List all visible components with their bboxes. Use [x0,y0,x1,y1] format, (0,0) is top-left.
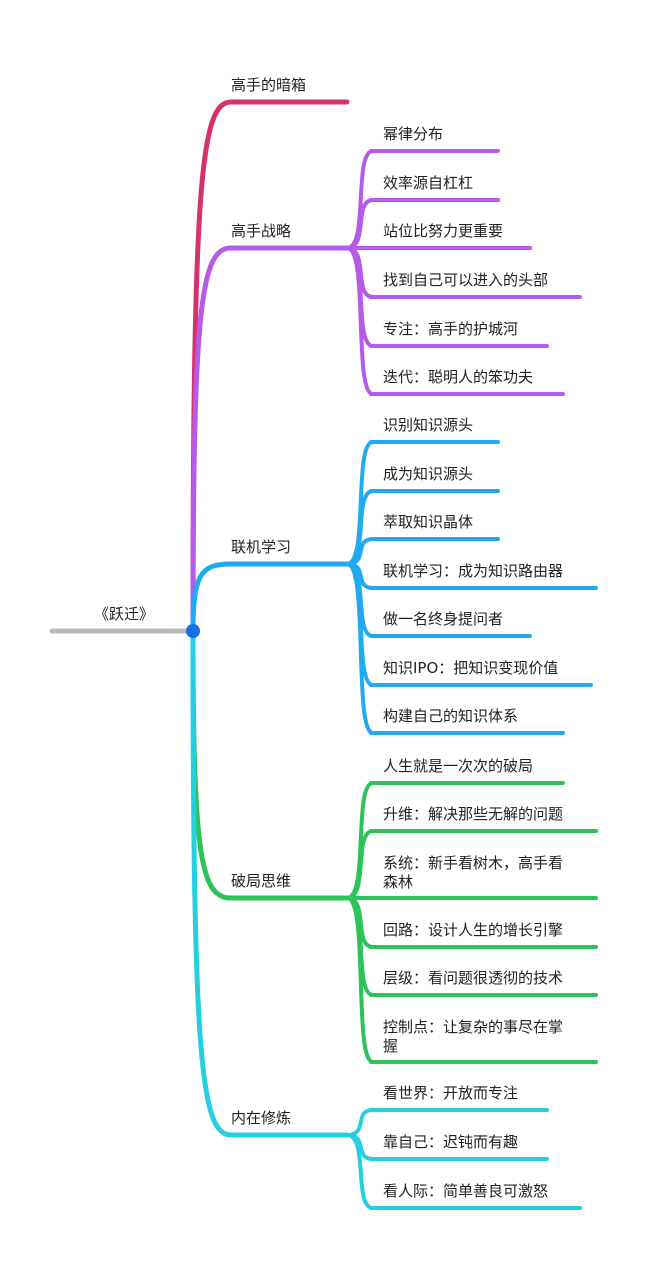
child-label[interactable]: 控制点：让复杂的事尽在掌 [383,1018,563,1036]
child-label-line2[interactable]: 握 [383,1037,398,1055]
child-label[interactable]: 升维：解决那些无解的问题 [383,805,563,823]
child-label[interactable]: 成为知识源头 [383,465,473,483]
branch-connector [190,561,234,634]
child-label[interactable]: 系统：新手看树木，高手看 [383,854,563,872]
child-label[interactable]: 效率源自杠杠 [383,174,473,192]
child-label[interactable]: 人生就是一次次的破局 [383,757,533,775]
child-label[interactable]: 联机学习：成为知识路由器 [383,562,563,580]
child-label[interactable]: 构建自己的知识体系 [383,707,518,725]
branch-label[interactable]: 破局思维 [231,872,291,890]
child-label[interactable]: 看人际：简单善良可激怒 [383,1182,548,1200]
child-label[interactable]: 看世界：开放而专注 [383,1084,518,1102]
child-connector [345,246,375,396]
child-label[interactable]: 专注：高手的护城河 [383,320,518,338]
child-connector [345,896,375,1064]
connector-layer [49,99,598,1210]
child-label[interactable]: 知识IPO：把知识变现价值 [383,659,558,677]
branch-connector [190,628,234,1138]
child-label[interactable]: 回路：设计人生的增长引擎 [383,921,563,939]
child-label[interactable]: 迭代：聪明人的笨功夫 [383,368,533,386]
branch-label[interactable]: 高手的暗箱 [231,76,306,94]
branch-connector [190,245,234,634]
child-label[interactable]: 找到自己可以进入的头部 [383,271,548,289]
child-label[interactable]: 识别知识源头 [383,416,473,434]
child-label[interactable]: 靠自己：迟钝而有趣 [383,1133,518,1151]
child-connector [345,829,375,900]
branch-label[interactable]: 联机学习 [231,538,291,556]
child-label[interactable]: 层级：看问题很透彻的技术 [383,969,563,987]
child-label[interactable]: 做一名终身提问者 [383,610,503,628]
child-connector [345,1133,375,1210]
child-label-line2[interactable]: 森林 [383,873,413,891]
branch-label[interactable]: 内在修炼 [231,1109,291,1127]
branch-connector [190,628,234,901]
child-label[interactable]: 萃取知识晶体 [383,513,473,531]
child-connector [345,562,375,735]
child-label[interactable]: 幂律分布 [383,125,443,143]
child-connector [345,1108,375,1137]
root-node-dot[interactable] [186,624,200,638]
child-label[interactable]: 站位比努力更重要 [383,222,503,240]
branch-label[interactable]: 高手战略 [231,222,291,240]
root-node-label[interactable]: 《跃迁》 [94,605,154,623]
